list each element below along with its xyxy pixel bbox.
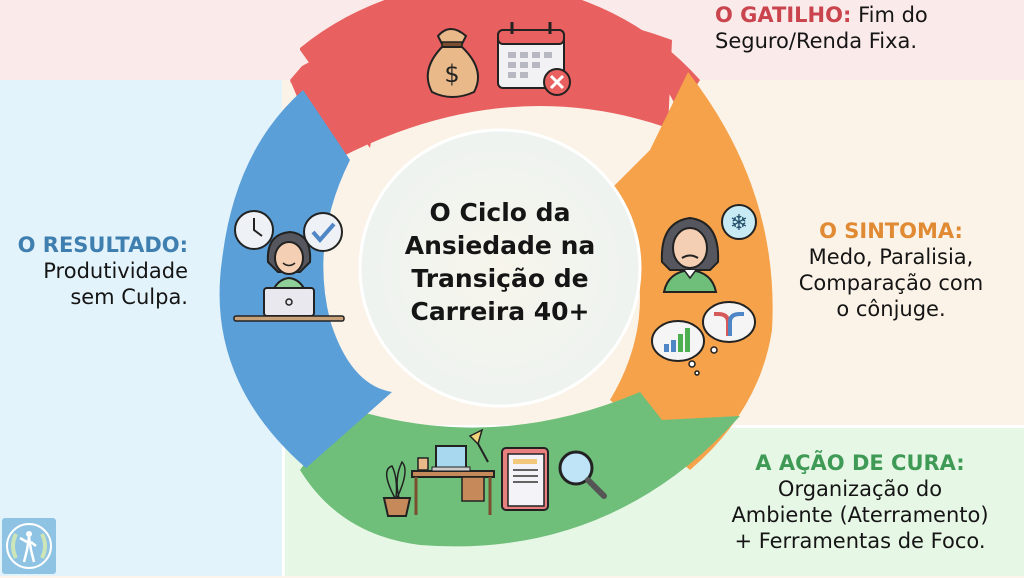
ring-segment-resultado [219, 90, 392, 468]
stage-text-gatilho-2: Seguro/Renda Fixa. [715, 29, 918, 53]
worried-woman-icon [660, 216, 720, 293]
diagram-title: O Ciclo da Ansiedade na Transição de Car… [404, 198, 596, 326]
happy-woman-laptop-icon [233, 230, 345, 322]
stage-text-resultado-2: sem Culpa. [70, 285, 188, 309]
snowflake-bubble-icon: ❄ [721, 204, 757, 240]
stage-text-sintoma-2: Comparação com [798, 271, 984, 295]
stage-label-sintoma: O SINTOMA: Medo, Paralisia, Comparação c… [786, 218, 996, 322]
money-bag-icon: $ [426, 28, 479, 98]
stage-label-gatilho: O GATILHO: Fim do Seguro/Renda Fixa. [715, 2, 928, 54]
check-icon [303, 212, 343, 252]
svg-text:$: $ [444, 60, 459, 88]
stage-heading-resultado: O RESULTADO: [17, 233, 188, 257]
calendar-cancel-icon [497, 22, 571, 96]
stage-label-acao: A AÇÃO DE CURA: Organização do Ambiente … [700, 450, 1020, 554]
stage-text-sintoma-3: o cônjuge. [836, 297, 946, 321]
stage-heading-gatilho: O GATILHO: [715, 3, 852, 27]
magnifier-icon [558, 450, 607, 499]
clock-icon [234, 210, 274, 250]
growth-chart-thought-icon [651, 320, 705, 376]
stage-text-acao-3: + Ferramentas de Foco. [734, 529, 986, 553]
stage-text-acao-2: Ambiente (Aterramento) [731, 503, 989, 527]
stage-heading-acao: A AÇÃO DE CURA: [755, 451, 965, 475]
stage-text-resultado-1: Produtividade [43, 259, 188, 283]
plant-icon [382, 460, 412, 517]
stage-text-sintoma-1: Medo, Paralisia, [808, 245, 974, 269]
laurel-figure-logo-icon [2, 518, 56, 574]
crossroads-thought-icon [702, 301, 756, 354]
planner-icon [501, 447, 549, 511]
stage-label-resultado: O RESULTADO: Produtividade sem Culpa. [0, 232, 188, 310]
center-circle [358, 128, 642, 408]
svg-text:❄: ❄ [730, 211, 748, 236]
desk-laptop-icon [411, 428, 495, 515]
stage-heading-sintoma: O SINTOMA: [819, 219, 963, 243]
stage-text-gatilho-1: Fim do [858, 3, 928, 27]
stage-text-acao-1: Organização do [777, 477, 943, 501]
